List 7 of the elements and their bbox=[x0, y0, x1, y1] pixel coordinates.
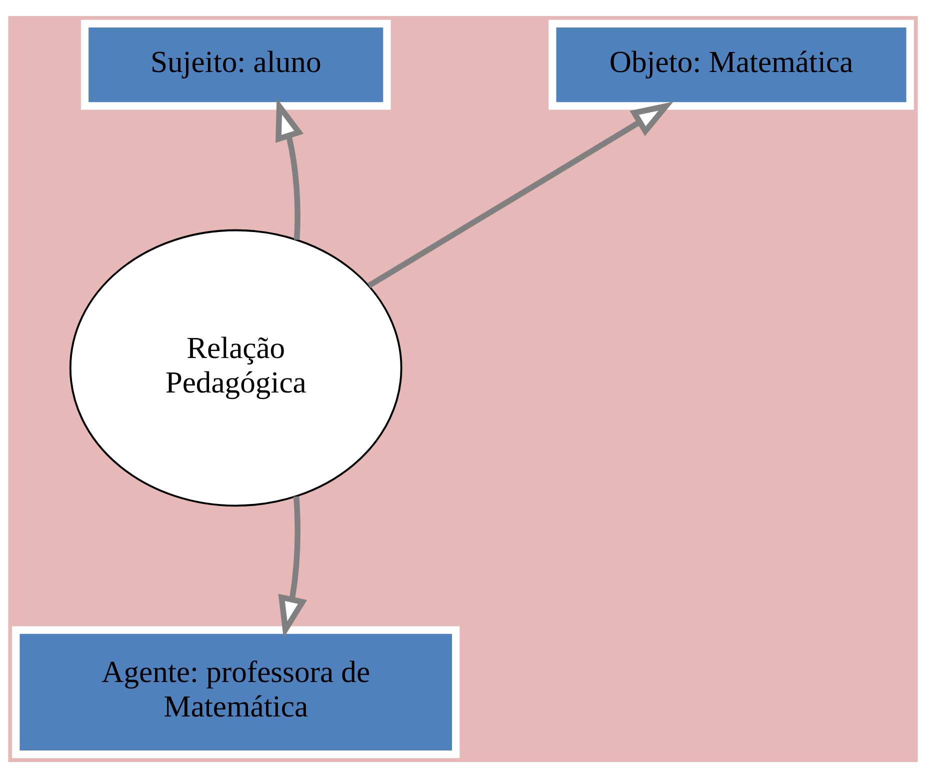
node-box: Agente: professora de Matemática bbox=[12, 626, 460, 758]
arrow bbox=[367, 102, 674, 288]
arrow bbox=[278, 496, 308, 638]
node-box: Sujeito: aluno bbox=[80, 20, 391, 110]
arrow bbox=[276, 98, 304, 240]
node-box: Objeto: Matemática bbox=[548, 20, 914, 110]
node-ellipse: Relação Pedagógica bbox=[69, 229, 402, 507]
